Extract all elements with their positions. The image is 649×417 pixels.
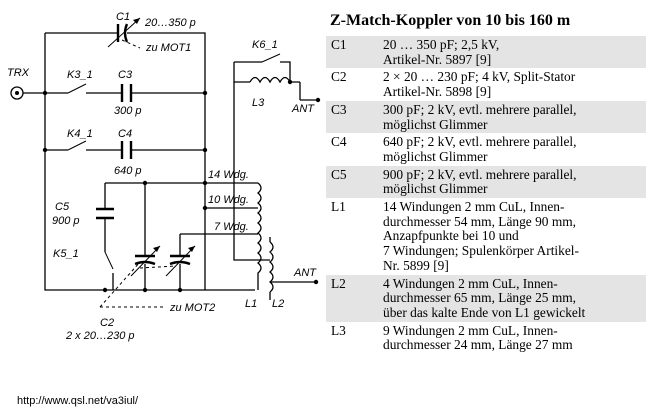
part-ref: L3: [331, 322, 346, 338]
tap14-label: 14 Wdg.: [208, 169, 249, 181]
parts-row: C5 900 pF; 2 kV, evtl. mehrere parallel, …: [326, 165, 646, 199]
l3-label: L3: [252, 97, 265, 109]
c3-value: 300 p: [114, 105, 142, 117]
part-ref: C1: [331, 37, 347, 52]
parts-list-title: Z-Match-Koppler von 10 bis 160 m: [326, 6, 646, 36]
part-description: 2 × 20 … 230 pF; 4 kV, Split-Stator Arti…: [383, 69, 576, 100]
schematic-diagram: TRX C1 20…350 p zu MOT1 K3_1 C3 300 p K4…: [7, 11, 321, 342]
part-description: 300 pF; 2 kV, evtl. mehrere parallel, mö…: [383, 101, 577, 132]
c1-name: C1: [116, 11, 130, 23]
c3-name: C3: [118, 69, 133, 81]
ant-main-label: ANT: [293, 267, 317, 279]
parts-row: C3 300 pF; 2 kV, evtl. mehrere parallel, …: [326, 100, 646, 134]
parts-row: C2 2 × 20 … 230 pF; 4 kV, Split-Stator Ar…: [326, 68, 646, 100]
part-description: 4 Windungen 2 mm CuL, Innen- durchmesser…: [383, 275, 586, 320]
part-ref: C3: [331, 101, 347, 117]
part-description: 900 pF; 2 kV, evtl. mehrere parallel, mö…: [383, 166, 577, 197]
parts-row: L2 4 Windungen 2 mm CuL, Innen- durchmess…: [326, 274, 646, 322]
part-description: 14 Windungen 2 mm CuL, Innen- durchmesse…: [383, 199, 579, 273]
c5-name: C5: [55, 201, 70, 213]
c4-value: 640 p: [114, 165, 142, 177]
c1-value: 20…350 p: [144, 17, 196, 29]
c1-motor: zu MOT1: [145, 42, 191, 54]
part-description: 9 Windungen 2 mm CuL, Innen- durchmesser…: [383, 322, 573, 353]
c2-value: 2 x 20…230 p: [65, 330, 135, 342]
k3-label: K3_1: [67, 69, 93, 81]
c5-value: 900 p: [52, 215, 80, 227]
trx-label: TRX: [7, 67, 30, 79]
l2-label: L2: [272, 298, 284, 310]
c2-motor: zu MOT2: [169, 302, 215, 314]
tap7-label: 7 Wdg.: [214, 221, 249, 233]
parts-list-rows: C1 20 … 350 pF; 2,5 kV, Artikel-Nr. 5897 …: [326, 36, 646, 354]
k5-label: K5_1: [53, 248, 79, 260]
part-ref: C5: [331, 166, 347, 182]
part-description: 20 … 350 pF; 2,5 kV, Artikel-Nr. 5897 [9…: [383, 37, 500, 67]
parts-list: Z-Match-Koppler von 10 bis 160 m C1 20 … …: [326, 6, 646, 417]
c4-name: C4: [118, 128, 132, 140]
part-ref: L2: [331, 275, 346, 291]
source-url[interactable]: http://www.qsl.net/va3iul/: [17, 395, 139, 407]
k4-label: K4_1: [67, 128, 93, 140]
parts-row: C4 640 pF; 2 kV, evtl. mehrere parallel, …: [326, 133, 646, 165]
part-description: 640 pF; 2 kV, evtl. mehrere parallel, mö…: [383, 134, 577, 164]
k6-label: K6_1: [252, 39, 278, 51]
tap10-label: 10 Wdg.: [208, 194, 249, 206]
parts-row: L3 9 Windungen 2 mm CuL, Innen- durchmess…: [326, 322, 646, 354]
part-ref: C2: [331, 69, 347, 85]
parts-row: L1 14 Windungen 2 mm CuL, Innen- durchmes…: [326, 198, 646, 275]
c2-name: C2: [100, 317, 114, 329]
l1-label: L1: [245, 298, 257, 310]
part-ref: L1: [331, 199, 346, 215]
parts-row: C1 20 … 350 pF; 2,5 kV, Artikel-Nr. 5897 …: [326, 36, 646, 69]
part-ref: C4: [331, 134, 347, 150]
ant-l3-label: ANT: [291, 103, 315, 115]
